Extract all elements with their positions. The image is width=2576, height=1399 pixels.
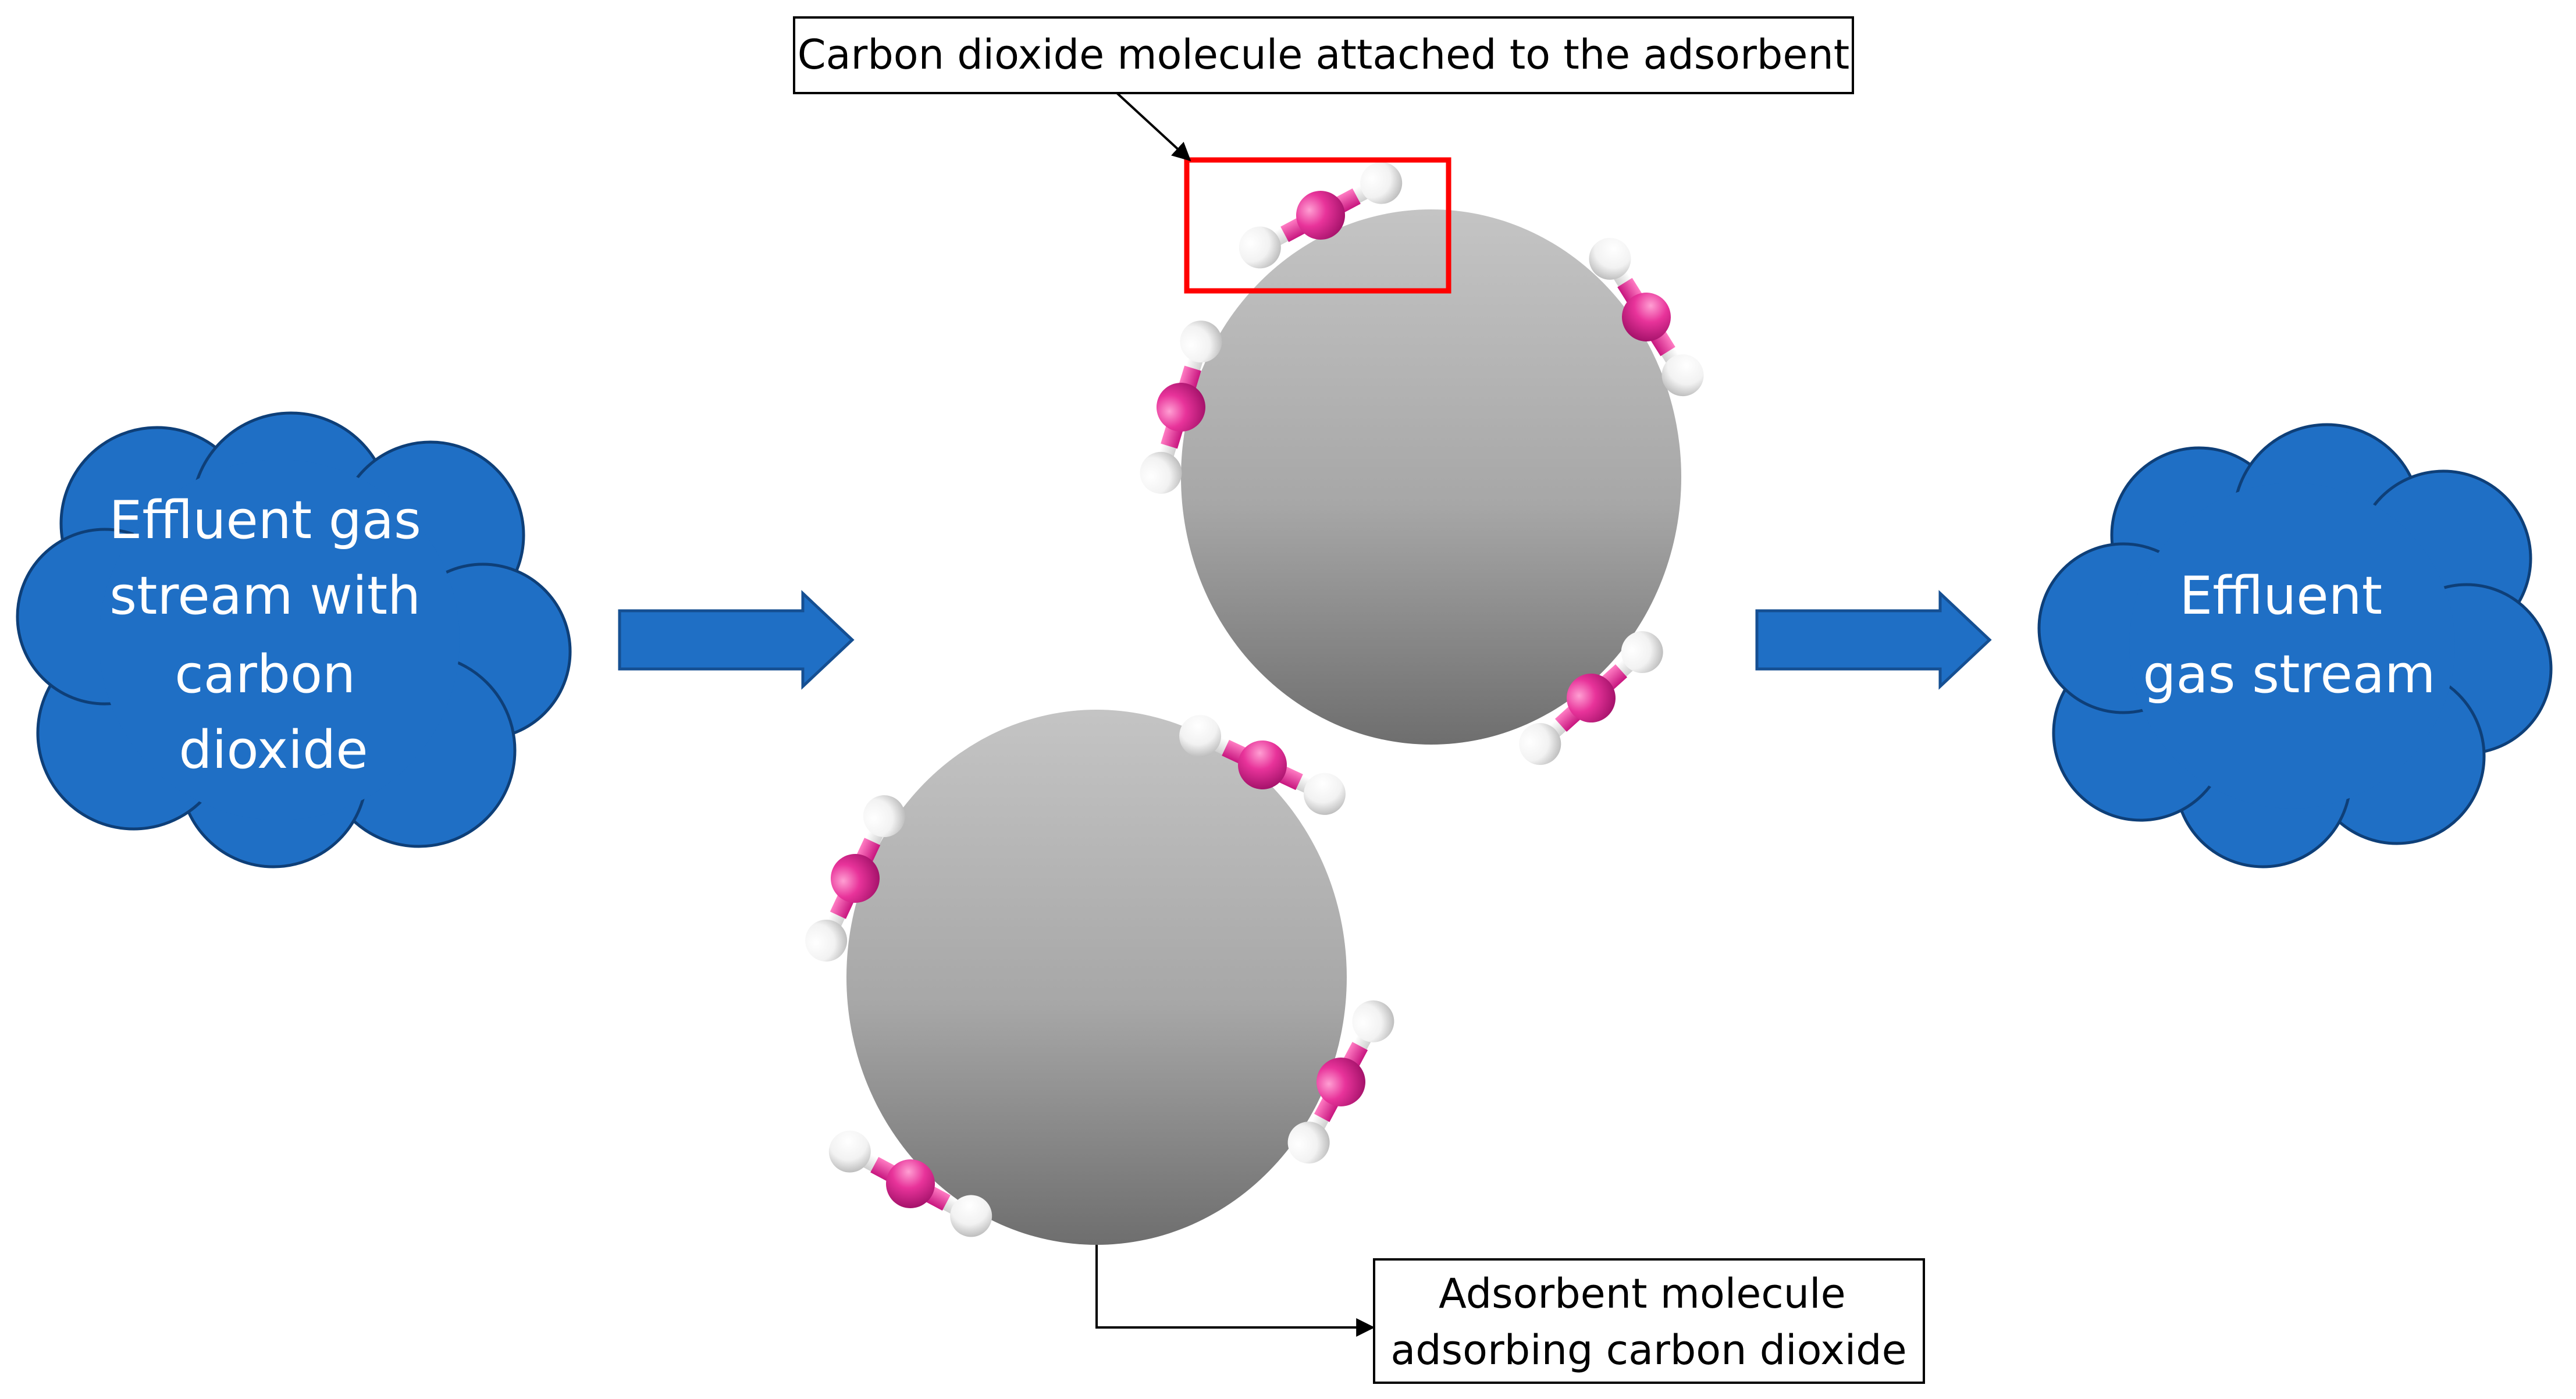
adsorbent-sphere-top (1181, 209, 1681, 745)
bottom-callout: Adsorbent molecule adsorbing carbon diox… (1373, 1258, 1925, 1384)
input-cloud-label: Effluent gas stream with carbon dioxide (109, 490, 437, 781)
input-cloud-shape (16, 411, 572, 868)
highlight-box (1184, 157, 1451, 294)
top-callout: Carbon dioxide molecule attached to the … (793, 16, 1854, 94)
top-callout-label: Carbon dioxide molecule attached to the … (798, 31, 1849, 79)
adsorbent-sphere-bottom (846, 710, 1347, 1245)
output-cloud-shape (2037, 423, 2553, 868)
input-cloud: Effluent gas stream with carbon dioxide (16, 411, 572, 868)
bottom-callout-pointer (1095, 1245, 1375, 1337)
bottom-callout-label: Adsorbent molecule adsorbing carbon diox… (1390, 1270, 1906, 1374)
top-callout-box (793, 16, 1854, 94)
input-flow-arrow (618, 590, 855, 690)
top-callout-pointer (1116, 92, 1191, 162)
output-flow-arrow (1755, 590, 1992, 690)
output-cloud-label: Effluent gas stream (2143, 565, 2435, 705)
output-cloud: Effluent gas stream (2037, 423, 2553, 868)
bottom-callout-box (1373, 1258, 1925, 1384)
